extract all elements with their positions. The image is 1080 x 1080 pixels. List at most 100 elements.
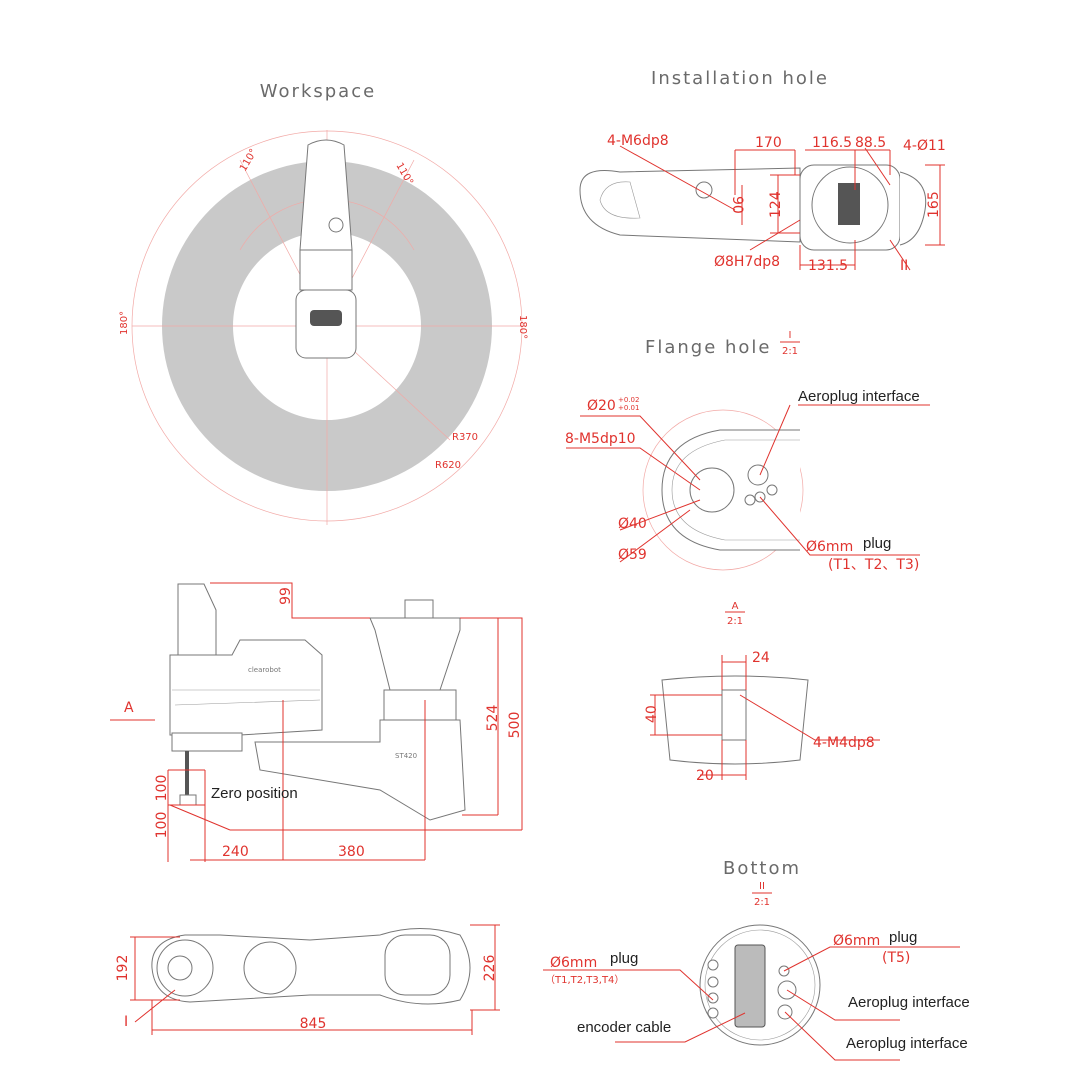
dim-226: 226 (482, 955, 498, 982)
plug5-ids-label: (T5) (882, 950, 910, 966)
base-column (369, 617, 461, 691)
flange-leaders (566, 404, 930, 563)
base-rear (899, 171, 927, 246)
aeroplug-label-2: Aeroplug interface (846, 1035, 968, 1052)
aeroplug-label-1: Aeroplug interface (848, 994, 970, 1011)
plug-icon (766, 484, 778, 496)
r620-label: R620 (435, 460, 461, 471)
dim-24: 24 (752, 650, 770, 666)
holes-label: 4-Ø11 (903, 138, 946, 154)
workspace-ring (162, 161, 492, 491)
view-a-arrow-label: A (124, 700, 134, 716)
pin-label: Ø8H7dp8 (714, 254, 780, 270)
plug-t4-icon (707, 1007, 719, 1019)
dim-170: 170 (755, 135, 782, 151)
brand-logo: clearobot (248, 666, 281, 674)
installation-title: Installation hole (651, 68, 829, 89)
base-mid (383, 689, 457, 721)
dim-100-lower: 100 (154, 812, 170, 839)
installation-view: Installation hole 4-M6dp8 170 116.5 88.5… (579, 68, 946, 274)
end-effector (179, 794, 197, 806)
plug-ids-label: （T1,T2,T3,T4） (545, 974, 624, 986)
a-view-thread: 4-M4dp8 (813, 735, 875, 751)
bolt-icon (695, 181, 713, 199)
installation-dimension-lines (619, 145, 945, 271)
bottom-view-ref: II (759, 881, 765, 892)
dim-40-a: 40 (644, 705, 660, 723)
flange-circle (642, 409, 804, 571)
dim-131-5: 131.5 (808, 258, 848, 274)
bottom-scale: 2:1 (754, 897, 770, 908)
aeroplug-label: Aeroplug interface (798, 388, 920, 405)
bottom-leaders (543, 946, 960, 1061)
a-view-ref: A (732, 601, 739, 612)
dim-124: 124 (768, 191, 784, 218)
view-ref-i: I (124, 1014, 128, 1030)
encoder-cable-label: encoder cable (577, 1019, 671, 1036)
dim-500: 500 (507, 712, 523, 739)
connector-icon (838, 183, 860, 225)
plug-size-label: Ø6mm (806, 539, 853, 555)
encoder-connector-icon (734, 944, 766, 1028)
tolerance-lower: +0.01 (618, 404, 639, 412)
base-connector (404, 599, 434, 619)
dim-88-5: 88.5 (855, 135, 886, 151)
dim-100-upper: 100 (154, 775, 170, 802)
a-view-scale: 2:1 (727, 616, 743, 627)
base-top (384, 934, 451, 996)
plug-t2-icon (707, 976, 719, 988)
side-right-label: 180° (517, 315, 528, 339)
dim-90: 90 (729, 196, 745, 214)
flange-bolt-circle (689, 467, 735, 513)
plug-label: plug (863, 535, 891, 552)
flange-title: Flange hole (645, 337, 772, 358)
flange-top-icon (167, 955, 193, 981)
plug-label: plug (610, 950, 638, 967)
dim-192: 192 (115, 955, 131, 982)
view-ref-ii: II (900, 258, 908, 274)
bottom-inner-circle (704, 929, 816, 1041)
flange-thread-label: 8-M5dp10 (565, 431, 636, 447)
dim-165: 165 (926, 191, 942, 218)
arm-body (299, 249, 353, 291)
flange-inner (671, 439, 800, 541)
plug5-label: plug (889, 929, 917, 946)
dim-40: Ø40 (618, 516, 647, 532)
bore-label: Ø20 (587, 398, 616, 414)
plug-icon (744, 494, 756, 506)
side-left-label: 180° (119, 311, 130, 335)
dim-524: 524 (485, 705, 501, 732)
dim-240: 240 (222, 844, 249, 860)
side-dimension-lines (110, 582, 523, 862)
arm-outline (579, 167, 801, 243)
joint-icon (328, 217, 344, 233)
dim-380: 380 (338, 844, 365, 860)
side-view: clearobot ST420 99 A 524 500 Zero positi… (110, 582, 523, 862)
arm-lower (171, 732, 243, 752)
bottom-view: Bottom II 2:1 Ø6mm plug （T1,T2,T3,T4） en… (543, 858, 970, 1061)
arm-link-icon (299, 139, 353, 251)
plug5-size-label: Ø6mm (833, 933, 880, 949)
top-view: 192 226 845 I (115, 924, 500, 1035)
dim-99: 99 (278, 587, 294, 605)
r370-label: R370 (452, 432, 478, 443)
model-label: ST420 (395, 752, 417, 760)
arm-detail (172, 689, 321, 706)
elbow-circle (243, 941, 297, 995)
a-view: A 2:1 24 40 4-M4dp8 20 (644, 601, 880, 784)
zero-position-label: Zero position (211, 785, 298, 802)
plug-t3-icon (707, 992, 719, 1004)
dim-59: Ø59 (618, 547, 647, 563)
dim-20: 20 (696, 768, 714, 784)
top-dimension-lines (130, 924, 500, 1035)
workspace-title: Workspace (260, 81, 376, 102)
thread-label: 4-M6dp8 (607, 133, 669, 149)
flange-view: Flange hole I 2:1 Ø20 +0.02 +0.01 8-M5dp… (565, 330, 930, 573)
tolerance-upper: +0.02 (618, 396, 639, 404)
aeroplug-icon (747, 464, 769, 486)
plug-t1-icon (707, 959, 719, 971)
flange-view-ref: I (789, 330, 792, 341)
dim-845: 845 (300, 1016, 327, 1032)
plug-ids-label: (T1、T2、T3) (828, 557, 919, 573)
